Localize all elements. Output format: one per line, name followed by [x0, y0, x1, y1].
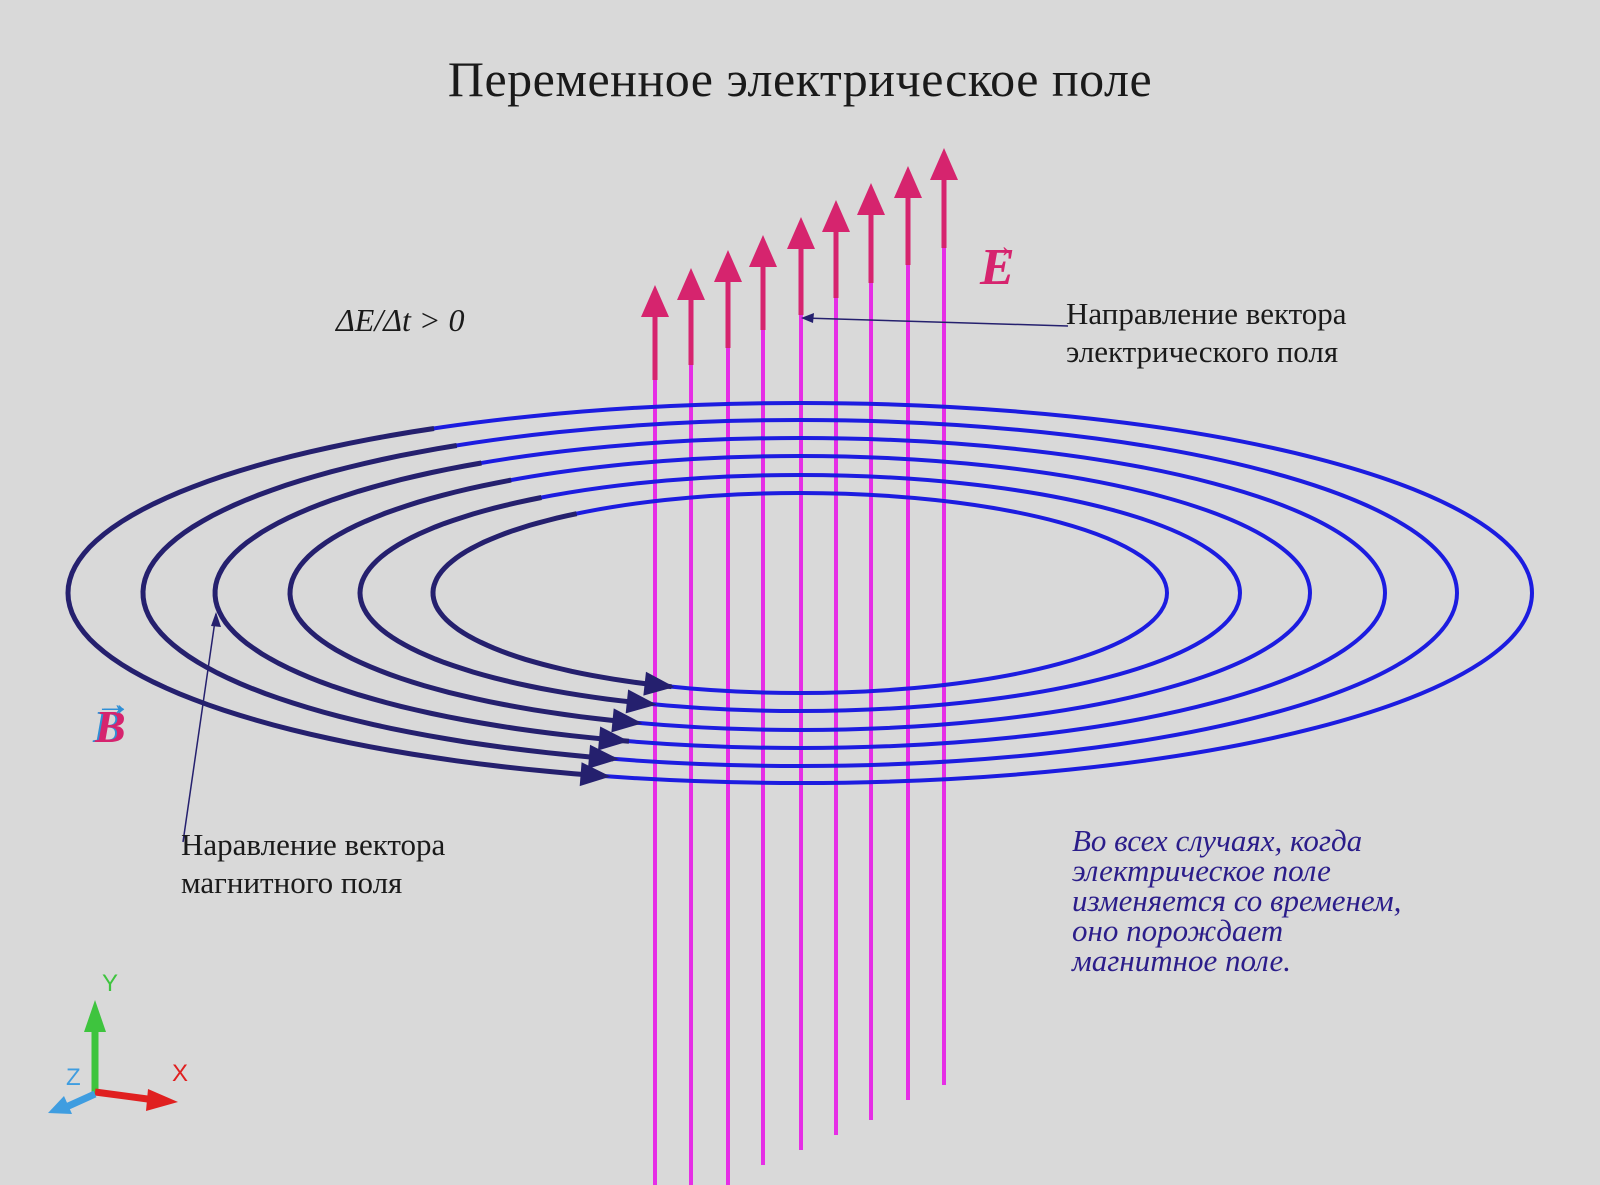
e-field-arrowhead	[930, 148, 958, 180]
b-field-arc	[287, 477, 631, 725]
b-field-arc	[357, 495, 650, 707]
e-label-leader-head	[801, 313, 814, 323]
b-field-arrowhead	[611, 708, 643, 733]
e-direction-label: Направление вектора электрического поля	[1066, 295, 1347, 371]
note-line-5: магнитное поле.	[1072, 943, 1292, 978]
e-field-arrowhead	[857, 183, 885, 215]
rate-formula: ΔE/Δt > 0	[336, 302, 465, 338]
b-label-leader-head	[211, 612, 221, 627]
b-vector-letter: B	[95, 701, 126, 752]
e-field-arrowhead	[822, 200, 850, 232]
e-vector-arrow: →	[982, 228, 1016, 265]
note-line-2: электрическое поле	[1072, 853, 1331, 888]
b-direction-line-1: Наравление вектора	[181, 827, 446, 862]
axis-x-label: X	[172, 1060, 189, 1087]
b-field-arc	[430, 511, 672, 690]
page-title: Переменное электрическое поле	[447, 51, 1153, 107]
note-line-4: оно порождает	[1072, 913, 1284, 948]
e-label-leader	[803, 317, 1069, 327]
axis-x-shaft	[94, 1088, 156, 1104]
e-field-arrowhead	[641, 285, 669, 317]
b-direction-label: Наравление вектора магнитного поля	[181, 826, 445, 902]
note-line-3: изменяется со временем,	[1072, 883, 1402, 918]
b-field-arc	[140, 443, 614, 762]
b-direction-line-2: магнитного поля	[181, 865, 403, 900]
axis-z-label: Z	[66, 1064, 81, 1091]
explanation-note: Во всех случаях, когда электрическое пол…	[1072, 823, 1402, 978]
e-vector-symbol: → E	[980, 228, 1016, 297]
axis-y-head	[84, 1000, 106, 1032]
e-field-arrowhead	[894, 166, 922, 198]
b-field-arrowhead	[579, 762, 611, 787]
e-field-arrowhead	[714, 250, 742, 282]
b-field-arrowhead	[597, 726, 629, 751]
b-field-arc	[212, 460, 630, 744]
e-field-arrowhead	[677, 268, 705, 300]
axis-z-shaft	[62, 1090, 97, 1112]
e-direction-line-2: электрического поля	[1066, 334, 1339, 369]
axis-x-head	[146, 1089, 178, 1111]
b-label-leader	[182, 613, 217, 843]
b-field-arrowhead	[643, 671, 675, 696]
b-field-arrowhead	[587, 744, 619, 769]
b-vector-symbol: → B	[95, 686, 131, 753]
e-direction-line-1: Направление вектора	[1066, 296, 1347, 331]
e-vector-letter: E	[980, 239, 1015, 296]
e-field-arrowhead	[749, 235, 777, 267]
b-field-arc	[65, 426, 599, 779]
e-field-arrowhead	[787, 217, 815, 249]
axis-y-label: Y	[102, 970, 119, 997]
axis-z-head	[48, 1096, 72, 1114]
b-field-arrowhead	[625, 689, 657, 714]
b-vector-arrow: →	[97, 686, 131, 723]
note-line-1: Во всех случаях, когда	[1072, 823, 1363, 858]
